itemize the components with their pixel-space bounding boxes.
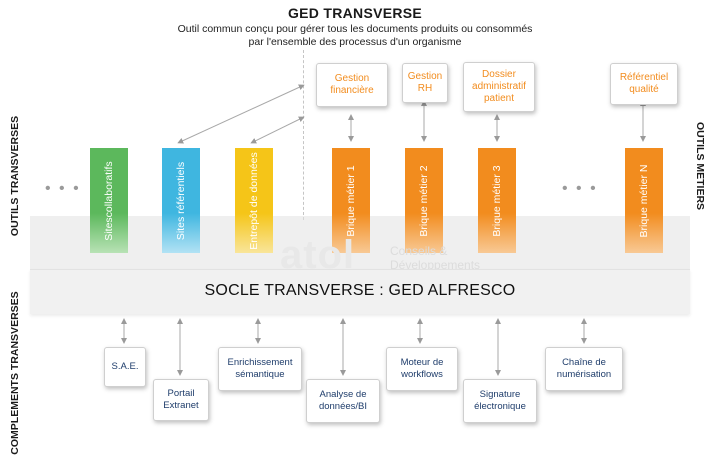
box-text-line: financière (330, 85, 374, 96)
bar-sites-referentiels: Sites référentiels (162, 148, 200, 253)
bar-label: Brique métier 2 (418, 164, 430, 237)
box-text-line: Référentiel (619, 72, 669, 83)
box-text-line: numérisation (556, 369, 612, 380)
bar-label: Entrepôt de données (248, 151, 260, 250)
arrow-diagonal-2 (250, 116, 305, 144)
diagram-subtitle-line-1: Outil commun conçu pour gérer tous les d… (177, 23, 533, 35)
box-text-line: Chaîne de (562, 357, 606, 368)
diagram-title: GED TRANSVERSE (287, 5, 423, 21)
bar-brique-metier-3: Brique métier 3 (478, 148, 516, 253)
bar-brique-metier-1: Brique métier 1 (332, 148, 370, 253)
box-text-line: Gestion (407, 71, 443, 82)
bar-label: Sitescollaboratifs (103, 160, 115, 241)
arrow-diagonal-1 (177, 84, 305, 144)
box-text-line: Enrichissement (227, 357, 293, 368)
ellipsis-right: • • • (562, 180, 598, 197)
box-text-line: électronique (474, 401, 526, 412)
box-text-line: administratif (472, 81, 526, 92)
watermark-subtext-line: Conseils & (390, 244, 448, 258)
bar-label: Brique métier 1 (345, 164, 357, 237)
box-text-line: Signature (479, 389, 521, 400)
bar-brique-metier-n: Brique métier N (625, 148, 663, 253)
diagram-subtitle-line-2: par l'ensemble des processus d'un organi… (248, 36, 462, 48)
box-text-line: qualité (629, 84, 659, 95)
bar-brique-metier-2: Brique métier 2 (405, 148, 443, 253)
box-text-line: données/BI (318, 401, 368, 412)
box-text-line: Analyse de (319, 389, 367, 400)
socle-transverse-band (30, 269, 690, 314)
box-text-line: RH (417, 83, 433, 94)
box-text-line: S.A.E. (111, 361, 139, 372)
bar-sites-collaboratifs: Sitescollaboratifs (90, 148, 128, 253)
bar-label: Sites référentiels (175, 161, 187, 240)
watermark-subtext: Conseils & Développements (390, 244, 480, 272)
watermark-subtext-line: Développements (390, 258, 481, 272)
box-text-line: Dossier (482, 69, 516, 80)
bar-entrepot-de-donnees: Entrepôt de données (235, 148, 273, 253)
box-text-line: Portail (167, 388, 195, 399)
bar-label: Brique métier N (638, 164, 650, 237)
socle-transverse-label: SOCLE TRANSVERSE : GED ALFRESCO (204, 282, 516, 299)
box-text-line: Gestion (334, 73, 370, 84)
box-text-line: workflows (401, 369, 443, 380)
box-text-line: Extranet (163, 400, 199, 411)
bar-label: Brique métier 3 (491, 164, 503, 237)
box-text-line: patient (483, 93, 515, 104)
box-text-line: sémantique (235, 369, 285, 380)
box-sae: S.A.E. (104, 347, 146, 387)
ellipsis-left: • • • (45, 180, 81, 197)
box-text-line: Moteur de (400, 357, 444, 368)
